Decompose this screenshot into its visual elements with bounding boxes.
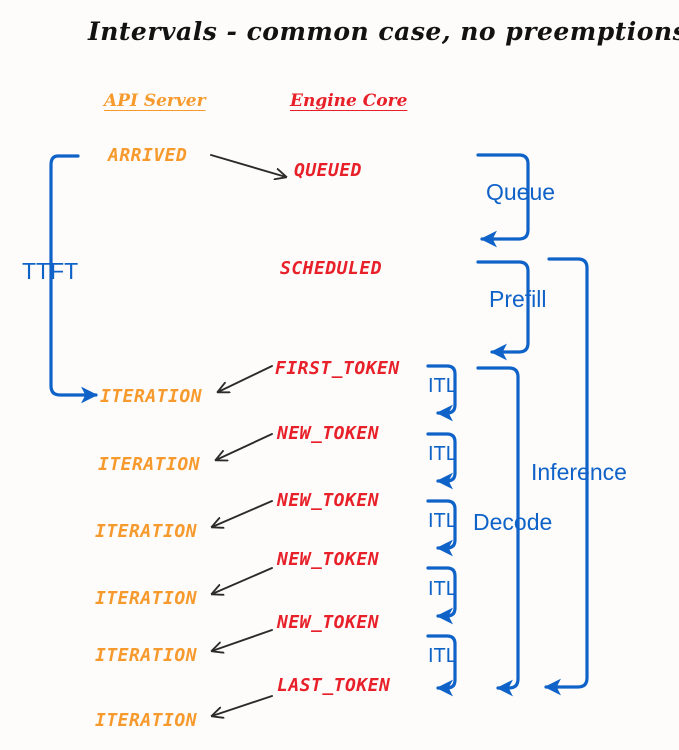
itl-bracket-3 — [426, 499, 457, 557]
column-header-engine-core: Engine Core — [290, 91, 408, 111]
itl-bracket-5 — [426, 634, 457, 697]
state-iteration-1: ITERATION — [100, 386, 203, 407]
arrow-arrived-queued — [210, 154, 286, 177]
state-iteration-3: ITERATION — [95, 521, 198, 542]
metric-label-itl-4: ITL — [428, 578, 457, 600]
state-first-token: FIRST_TOKEN — [275, 358, 400, 379]
metric-label-queue: Queue — [486, 179, 556, 205]
state-new-token-3: NEW_TOKEN — [277, 549, 380, 570]
arrow-token-iteration-6 — [212, 695, 273, 716]
metric-label-inference: Inference — [531, 459, 627, 485]
metric-label-itl-5: ITL — [428, 645, 457, 667]
metric-label-decode: Decode — [473, 509, 553, 535]
itl-bracket-2 — [426, 432, 457, 490]
arrow-token-iteration-4 — [212, 567, 273, 594]
arrow-token-iteration-5 — [212, 629, 273, 651]
decode-bracket — [476, 366, 520, 697]
state-scheduled: SCHEDULED — [280, 258, 383, 279]
state-queued: QUEUED — [294, 160, 363, 181]
state-iteration-2: ITERATION — [98, 454, 201, 475]
state-arrived: ARRIVED — [108, 145, 188, 166]
metric-label-prefill: Prefill — [489, 286, 547, 312]
metric-label-ttft: TTFT — [22, 258, 79, 284]
state-new-token-4: NEW_TOKEN — [277, 612, 380, 633]
prefill-bracket — [476, 260, 530, 361]
arrow-token-iteration-1 — [218, 365, 273, 392]
arrow-token-iteration-2 — [216, 433, 273, 460]
state-iteration-4: ITERATION — [95, 588, 198, 609]
metric-label-itl-1: ITL — [428, 375, 457, 397]
column-header-api-server: API Server — [104, 91, 206, 111]
queue-bracket — [476, 153, 530, 248]
ttft-bracket — [49, 154, 98, 404]
state-new-token-1: NEW_TOKEN — [277, 423, 380, 444]
state-new-token-2: NEW_TOKEN — [277, 490, 380, 511]
itl-bracket-4 — [426, 566, 457, 625]
page-title: Intervals - common case, no preemptions — [88, 17, 679, 46]
state-last-token: LAST_TOKEN — [277, 675, 391, 696]
metric-label-itl-3: ITL — [428, 510, 457, 532]
state-iteration-6: ITERATION — [95, 710, 198, 731]
inference-bracket — [544, 257, 589, 696]
state-iteration-5: ITERATION — [95, 645, 198, 666]
itl-bracket-1 — [426, 364, 457, 422]
arrow-token-iteration-3 — [212, 500, 273, 527]
metric-label-itl-2: ITL — [428, 443, 457, 465]
